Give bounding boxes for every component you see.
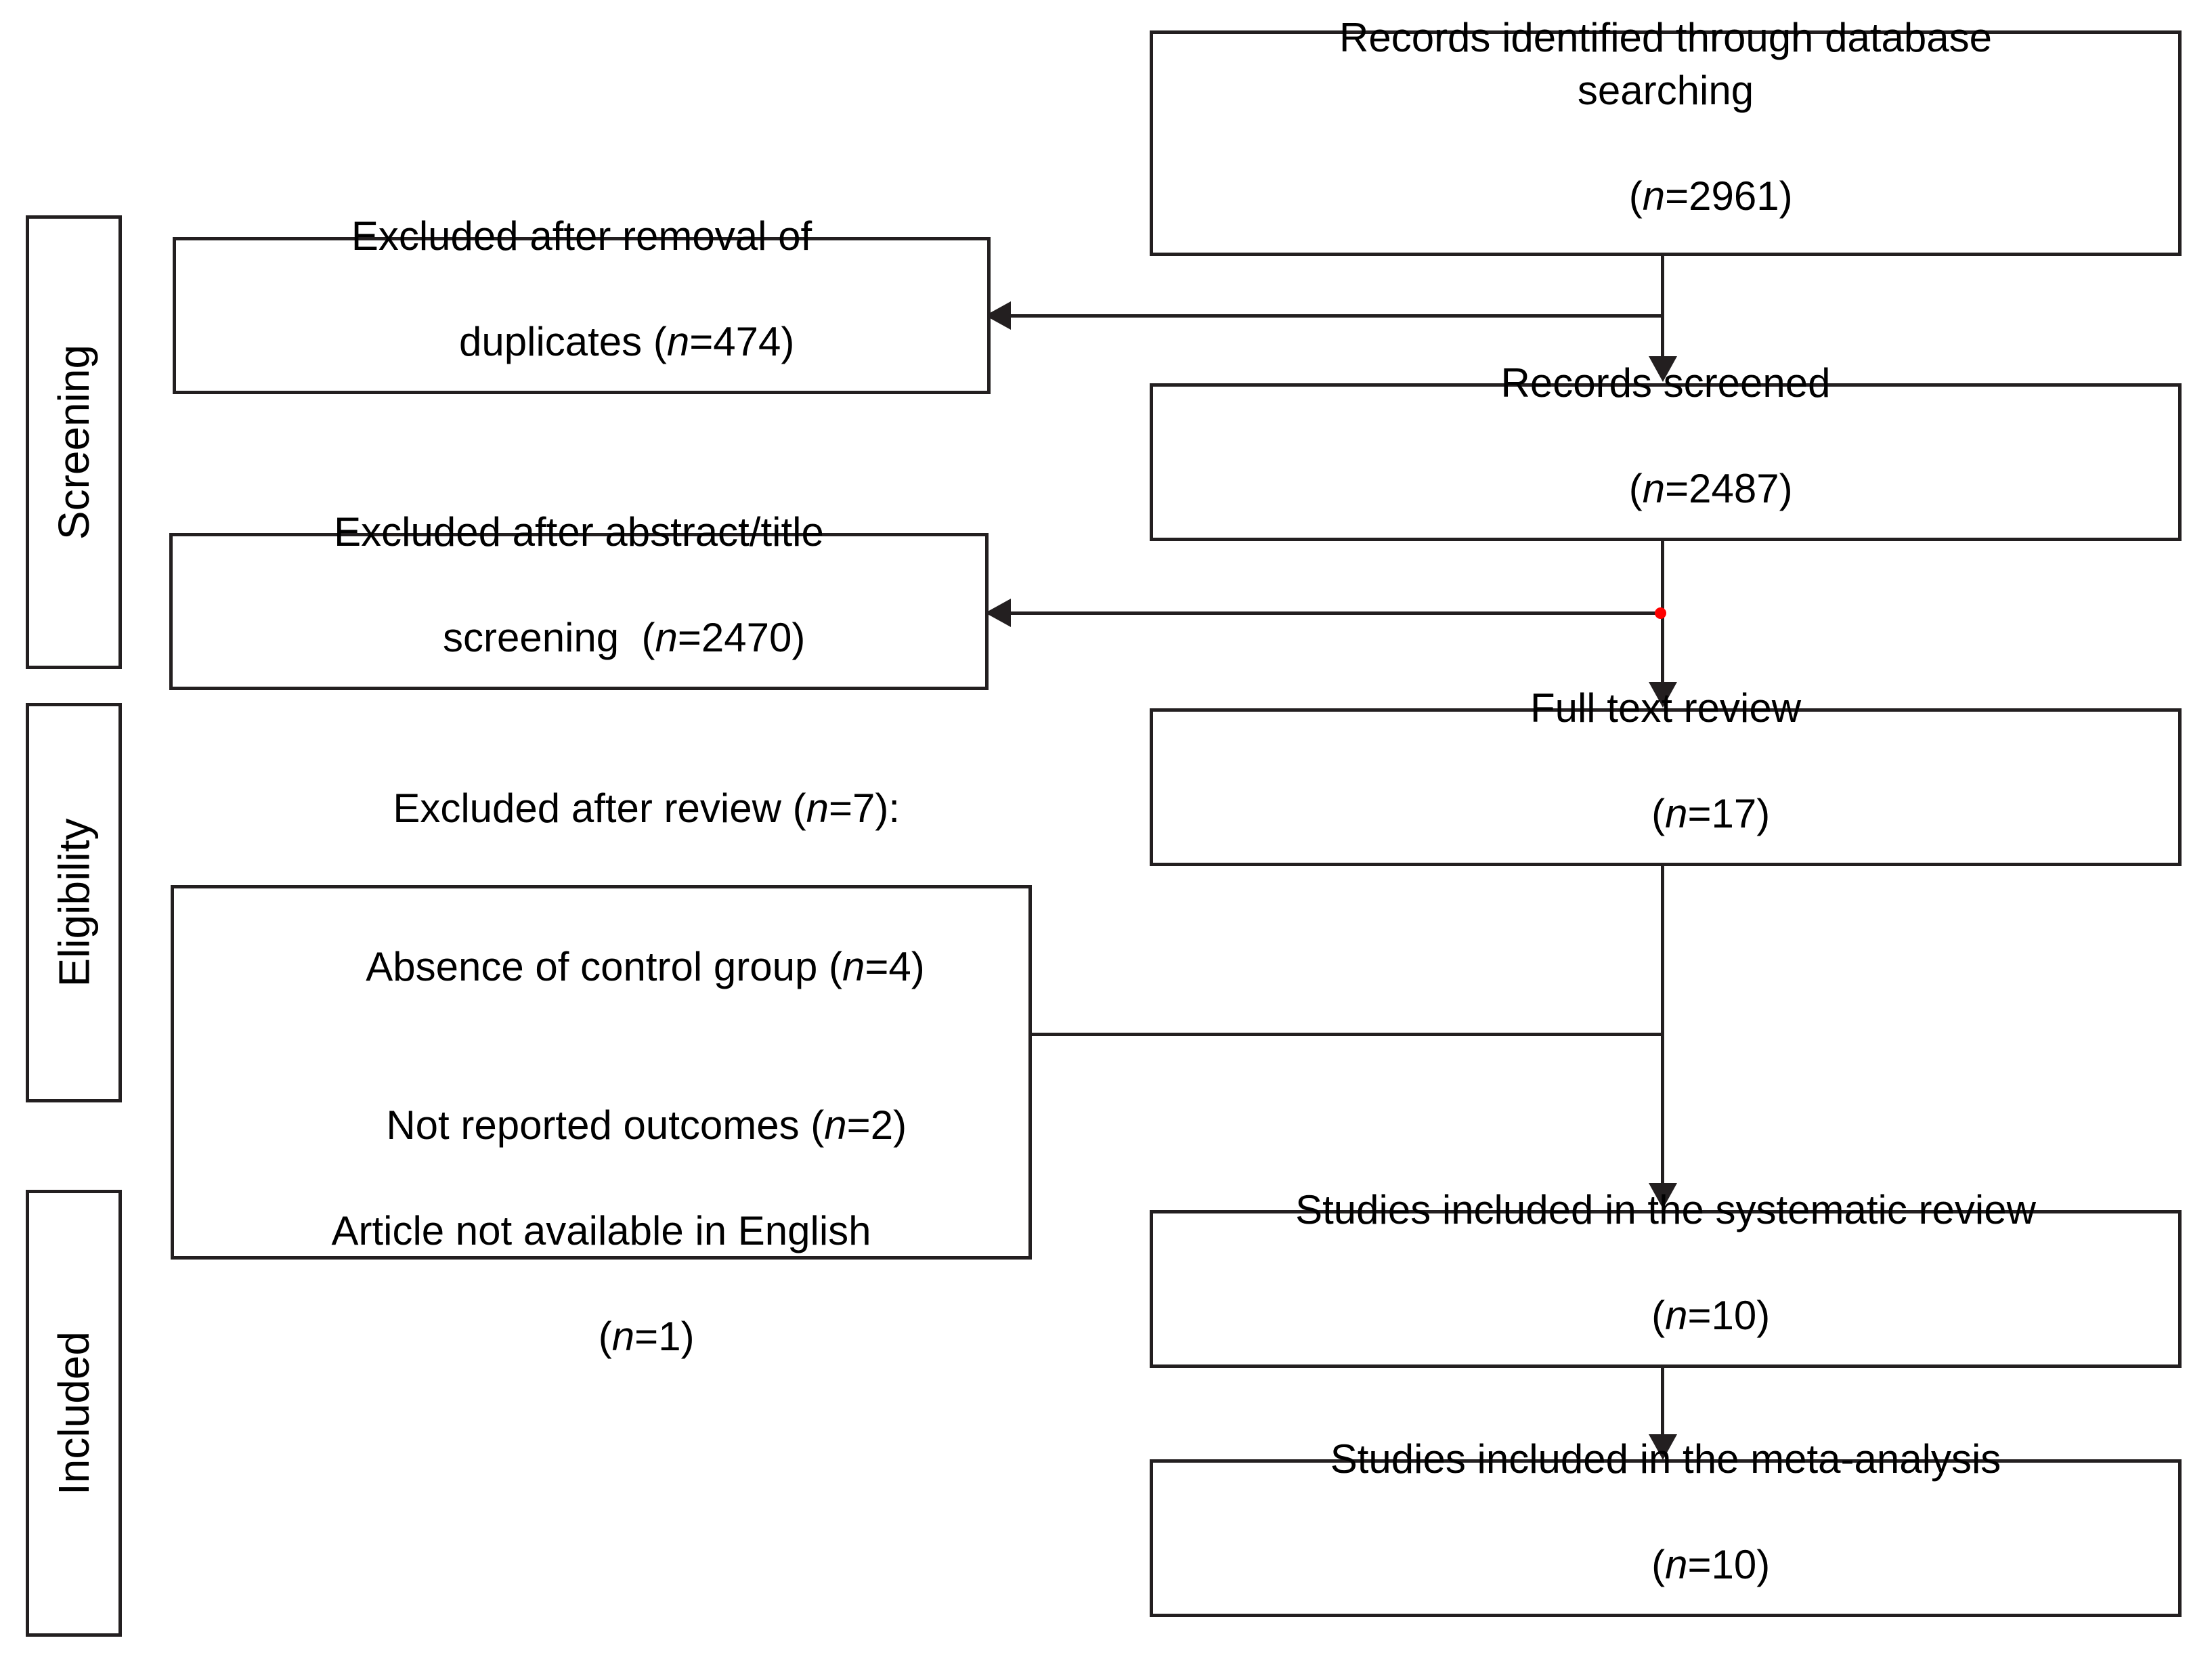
- studies-systematic-review-n-value: =10): [1687, 1292, 1771, 1338]
- studies-systematic-review-box: Studies included in the systematic revie…: [1150, 1187, 2182, 1368]
- studies-systematic-review-line-1: Studies included in the systematic revie…: [1295, 1186, 2036, 1232]
- excluded-abstract-title-n-value: =2470): [677, 615, 806, 660]
- connector-screened-to-excluded-abstract: [1009, 611, 1662, 615]
- studies-systematic-review-paren-open: (: [1651, 1292, 1666, 1338]
- excluded-after-review-n-value-3: =2): [846, 1102, 907, 1148]
- stage-label-eligibility-text: Eligibility: [49, 818, 98, 987]
- excluded-duplicates-line-2: duplicates (n=474): [186, 263, 978, 421]
- stage-label-screening: Screening: [26, 215, 122, 669]
- arrowhead-fulltext-to-systematic: [1649, 1183, 1677, 1209]
- stage-label-eligibility: Eligibility: [26, 703, 122, 1102]
- studies-systematic-review-line-2: (n=10): [1163, 1237, 2169, 1395]
- excluded-abstract-title-line-2: screening (n=2470): [182, 559, 976, 717]
- excluded-duplicates-box: Excluded after removal of duplicates (n=…: [173, 213, 991, 394]
- connector-fulltext-to-systematic: [1661, 866, 1664, 1184]
- excluded-duplicates-n-value: =474): [689, 319, 795, 364]
- full-text-review-n-value: =17): [1687, 790, 1771, 836]
- excluded-after-review-line-5: (n=1): [183, 1258, 1019, 1416]
- studies-meta-analysis-n-value: =10): [1687, 1541, 1771, 1587]
- excluded-after-review-n-value-1: =7):: [828, 785, 901, 831]
- records-identified-line-1: Records identified through database: [1339, 14, 1992, 60]
- connector-fulltext-to-excluded-review: [1009, 1033, 1662, 1036]
- junction-marker-dot: [1655, 607, 1666, 619]
- connector-identified-to-screened: [1661, 256, 1664, 358]
- excluded-after-review-line-2: Absence of control group (n=4): [183, 888, 1019, 1046]
- excluded-abstract-title-n-symbol: n: [655, 615, 678, 660]
- excluded-duplicates-line-1: Excluded after removal of: [351, 213, 812, 259]
- excluded-after-review-prefix-5: (: [598, 1313, 612, 1359]
- studies-meta-analysis-line-2: (n=10): [1163, 1486, 2169, 1644]
- studies-meta-analysis-line-1: Studies included in the meta-analysis: [1330, 1436, 2001, 1482]
- studies-meta-analysis-box: Studies included in the meta-analysis (n…: [1150, 1436, 2182, 1617]
- excluded-after-review-n-symbol-2: n: [842, 943, 865, 989]
- stage-label-included-text: Included: [49, 1331, 98, 1495]
- excluded-after-review-prefix-3: Not reported outcomes (: [386, 1102, 825, 1148]
- full-text-review-paren-open: (: [1651, 790, 1666, 836]
- excluded-after-review-n-symbol-1: n: [806, 785, 829, 831]
- records-screened-box: Records screened (n=2487): [1150, 360, 2182, 541]
- excluded-after-review-line-4: Article not available in English: [331, 1207, 871, 1253]
- records-screened-line-1: Records screened: [1500, 360, 1831, 406]
- records-identified-n-value: =2961): [1665, 173, 1793, 219]
- full-text-review-line-1: Full text review: [1530, 685, 1802, 731]
- excluded-after-review-prefix-1: Excluded after review (: [393, 785, 806, 831]
- excluded-after-review-n-symbol-5: n: [611, 1313, 635, 1359]
- excluded-abstract-title-box: Excluded after abstract/title screening …: [169, 509, 989, 690]
- full-text-review-n-symbol: n: [1665, 790, 1688, 836]
- full-text-review-box: Full text review (n=17): [1150, 685, 2182, 866]
- full-text-review-line-2: (n=17): [1163, 735, 2169, 893]
- records-screened-paren-open: (: [1628, 465, 1643, 511]
- studies-systematic-review-n-symbol: n: [1665, 1292, 1688, 1338]
- records-identified-box: Records identified through database sear…: [1150, 15, 2182, 256]
- excluded-abstract-title-line-1: Excluded after abstract/title: [334, 509, 824, 555]
- studies-meta-analysis-n-symbol: n: [1665, 1541, 1688, 1587]
- excluded-after-review-n-value-5: =1): [634, 1313, 695, 1359]
- records-identified-line-3: (n=2961): [1163, 117, 2169, 276]
- excluded-after-review-line-1: Excluded after review (n=7):: [183, 729, 1019, 888]
- arrowhead-excluded-abstract: [985, 599, 1011, 627]
- records-screened-n-symbol: n: [1642, 465, 1666, 511]
- excluded-duplicates-prefix: duplicates (: [459, 319, 667, 364]
- excluded-after-review-n-value-2: =4): [865, 943, 925, 989]
- excluded-after-review-line-3: Not reported outcomes (n=2): [183, 1046, 1019, 1205]
- records-screened-n-value: =2487): [1665, 465, 1793, 511]
- stage-label-included: Included: [26, 1190, 122, 1637]
- records-identified-n-symbol: n: [1642, 173, 1666, 219]
- excluded-after-review-box: Excluded after review (n=7): Absence of …: [171, 786, 1032, 1359]
- excluded-after-review-prefix-2: Absence of control group (: [366, 943, 843, 989]
- connector-systematic-to-metaanalysis: [1661, 1368, 1664, 1436]
- excluded-after-review-n-symbol-3: n: [824, 1102, 847, 1148]
- studies-meta-analysis-paren-open: (: [1651, 1541, 1666, 1587]
- excluded-abstract-title-prefix: screening (: [443, 615, 655, 660]
- arrowhead-screened-to-fulltext: [1649, 682, 1677, 708]
- stage-label-screening-text: Screening: [49, 344, 98, 540]
- arrowhead-systematic-to-metaanalysis: [1649, 1434, 1677, 1460]
- records-identified-line-2: searching: [1577, 67, 1754, 113]
- records-screened-line-2: (n=2487): [1163, 410, 2169, 568]
- excluded-duplicates-n-symbol: n: [666, 319, 690, 364]
- records-identified-paren-open: (: [1628, 173, 1643, 219]
- arrowhead-identified-to-screened: [1649, 356, 1677, 382]
- connector-identified-to-excluded-duplicates: [1009, 314, 1662, 318]
